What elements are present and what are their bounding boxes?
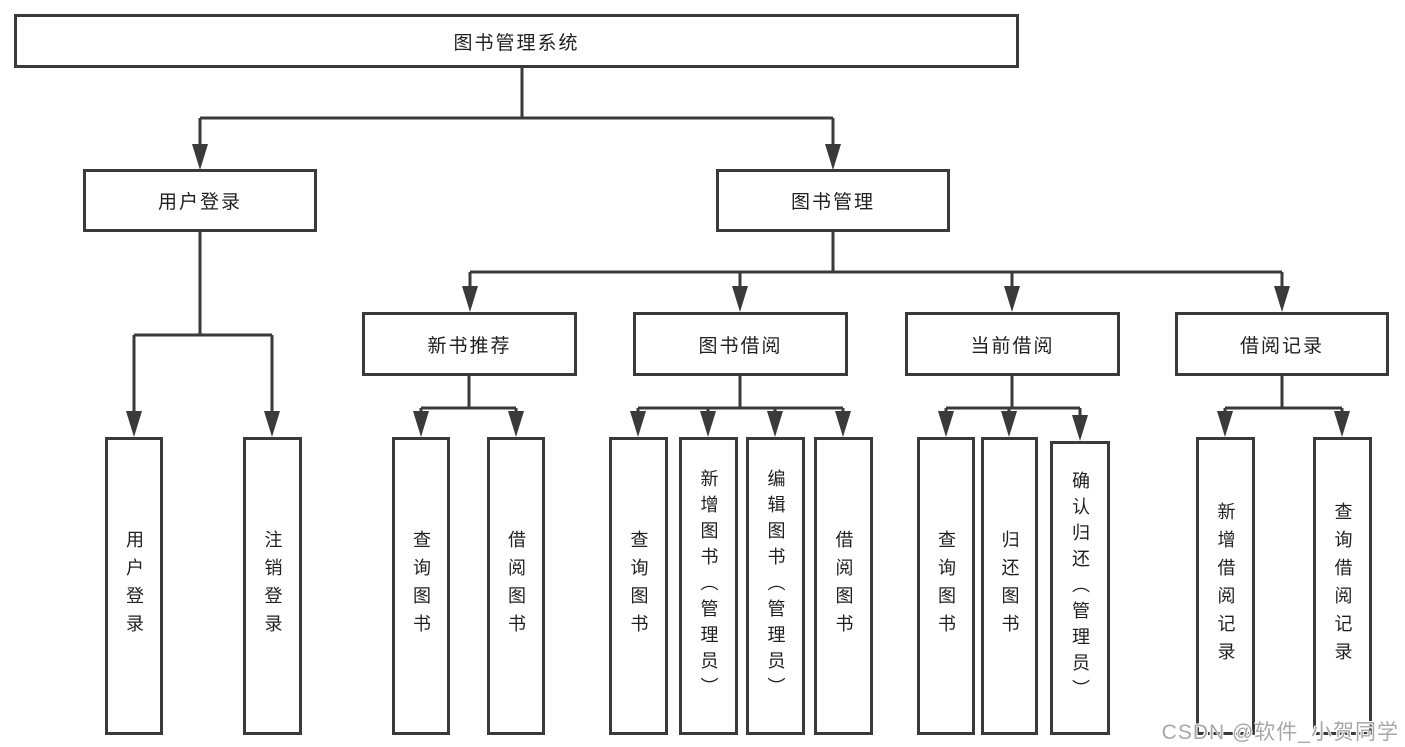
leaf-current-query-book-label: 查询图书 — [936, 530, 956, 642]
leaf-user-login: 用户登录 — [105, 437, 163, 735]
leaf-confirm-return-admin: 确认归还（管理员） — [1050, 441, 1110, 735]
connector-root-to-level2 — [192, 68, 841, 170]
connector-currentborrow-to-leaves — [938, 376, 1088, 441]
leaf-logout: 注销登录 — [243, 437, 302, 735]
node-user-login: 用户登录 — [83, 169, 317, 232]
node-root-label: 图书管理系统 — [453, 32, 580, 54]
leaf-user-login-label: 用户登录 — [124, 530, 144, 642]
node-book-borrow: 图书借阅 — [633, 312, 848, 376]
csdn-watermark: CSDN @软件_小贺同学 — [1161, 721, 1399, 744]
leaf-newbook-borrow-book-label: 借阅图书 — [506, 530, 526, 642]
leaf-return-book-label: 归还图书 — [999, 530, 1020, 642]
node-current-borrow-label: 当前借阅 — [970, 335, 1055, 357]
node-borrow-record: 借阅记录 — [1175, 312, 1389, 376]
leaf-add-book-admin: 新增图书（管理员） — [679, 437, 738, 735]
leaf-borrow-query-book-label: 查询图书 — [628, 530, 649, 642]
leaf-newbook-query-book-label: 查询图书 — [411, 530, 431, 642]
node-book-borrow-label: 图书借阅 — [698, 335, 783, 357]
leaf-add-book-admin-label: 新增图书（管理员） — [698, 469, 719, 703]
leaf-borrow-borrow-book: 借阅图书 — [814, 437, 873, 735]
node-new-book-recommend-label: 新书推荐 — [427, 335, 512, 357]
node-user-login-label: 用户登录 — [157, 192, 242, 213]
leaf-add-borrow-record: 新增借阅记录 — [1196, 437, 1255, 735]
leaf-borrow-query-book: 查询图书 — [609, 437, 668, 735]
leaf-edit-book-admin-label: 编辑图书（管理员） — [765, 469, 786, 703]
connector-newbook-to-leaves — [413, 376, 524, 437]
node-book-management-label: 图书管理 — [790, 192, 875, 213]
node-new-book-recommend: 新书推荐 — [362, 312, 577, 376]
leaf-add-borrow-record-label: 新增借阅记录 — [1215, 502, 1236, 670]
leaf-borrow-borrow-book-label: 借阅图书 — [833, 530, 854, 642]
node-borrow-record-label: 借阅记录 — [1239, 335, 1324, 357]
leaf-return-book: 归还图书 — [981, 437, 1038, 735]
leaf-query-borrow-record-label: 查询借阅记录 — [1332, 502, 1353, 670]
connector-bookborrow-to-leaves — [630, 376, 851, 437]
connector-borrowrecord-to-leaves — [1217, 376, 1350, 437]
leaf-logout-label: 注销登录 — [262, 530, 283, 642]
leaf-edit-book-admin: 编辑图书（管理员） — [746, 437, 805, 735]
leaf-newbook-query-book: 查询图书 — [392, 437, 450, 735]
node-book-management: 图书管理 — [716, 169, 950, 232]
connector-userlogin-to-leaves — [126, 232, 280, 437]
leaf-query-borrow-record: 查询借阅记录 — [1313, 437, 1372, 735]
node-root: 图书管理系统 — [14, 14, 1019, 68]
node-current-borrow: 当前借阅 — [905, 312, 1120, 376]
leaf-current-query-book: 查询图书 — [917, 437, 975, 735]
leaf-confirm-return-admin-label: 确认归还（管理员） — [1070, 471, 1090, 705]
connector-bookmgmt-to-level3 — [462, 232, 1290, 312]
leaf-newbook-borrow-book: 借阅图书 — [487, 437, 545, 735]
